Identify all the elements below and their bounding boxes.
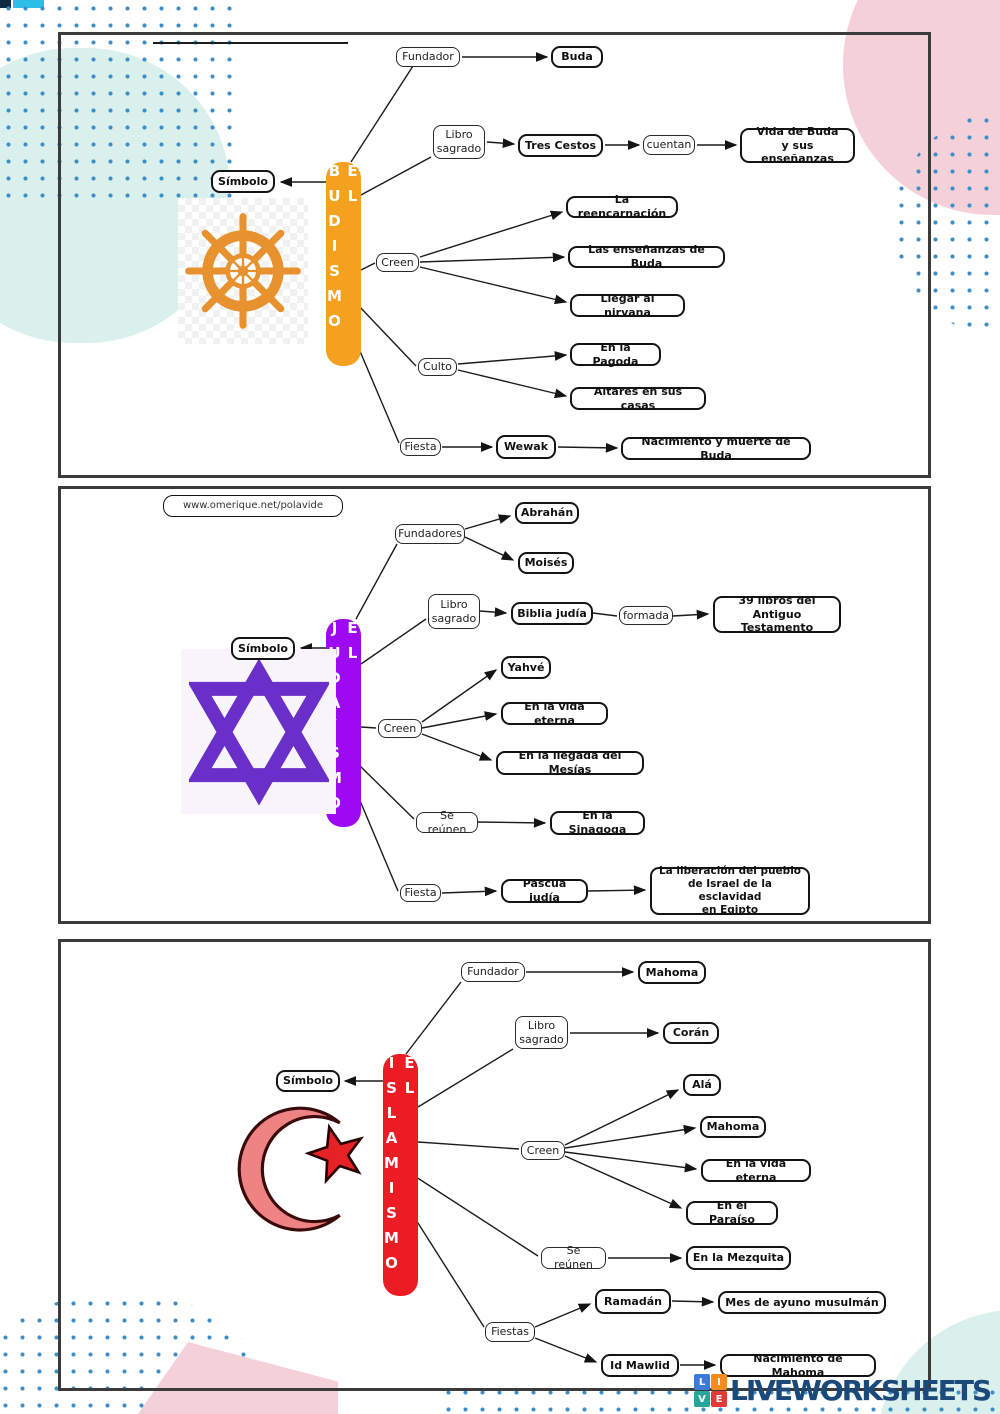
node-abrahan: Abrahán bbox=[515, 502, 579, 524]
source-url-box: www.omerique.net/polavide bbox=[163, 495, 343, 517]
node-formada: formada bbox=[619, 606, 673, 625]
islamismo-title-pill: EL ISLAMISMO bbox=[383, 1054, 419, 1296]
node-nacimiento-mahoma: Nacimiento de Mahoma bbox=[720, 1352, 876, 1379]
node-altares: Altares en sus casas bbox=[570, 385, 706, 412]
node-ala: Alá bbox=[683, 1074, 721, 1096]
node-sinagoga: En la Sinagoga bbox=[550, 809, 645, 836]
node-mahoma: Mahoma bbox=[638, 961, 706, 984]
node-llegada-mesias: En la llegada del Mesías bbox=[496, 749, 644, 776]
connector-lines-islamismo bbox=[343, 967, 717, 1370]
node-ensenanzas: Las enseñanzas de Buda bbox=[568, 243, 725, 270]
node-fiesta: Fiesta bbox=[400, 438, 441, 456]
node-libro-sagrado: Libro sagrado bbox=[428, 594, 480, 629]
node-biblia-judia: Biblia judía bbox=[511, 602, 593, 625]
node-simbolo: Símbolo bbox=[211, 170, 275, 193]
node-fundador: Fundador bbox=[396, 47, 460, 67]
node-pascua-judia: Pascua judía bbox=[501, 877, 588, 904]
logo-letter-l: L bbox=[694, 1374, 710, 1390]
node-simbolo: Símbolo bbox=[276, 1070, 340, 1092]
node-mezquita: En la Mezquita bbox=[686, 1246, 791, 1270]
node-creen: Creen bbox=[378, 719, 422, 738]
crescent-star-icon bbox=[228, 1082, 378, 1252]
node-libro-sagrado: Libro sagrado bbox=[433, 125, 485, 159]
node-cuentan: cuentan bbox=[643, 135, 695, 155]
node-fiesta: Fiesta bbox=[400, 884, 441, 902]
node-buda: Buda bbox=[551, 46, 603, 68]
node-paraiso: En el Paraíso bbox=[686, 1199, 778, 1226]
node-reencarnacion: La reencarnación bbox=[566, 193, 678, 220]
node-mahoma-creen: Mahoma bbox=[700, 1116, 766, 1138]
star-of-david-icon bbox=[181, 649, 336, 814]
node-39-libros: 39 libros del Antiguo Testamento bbox=[713, 594, 841, 634]
panel-budismo: EL BUDISMO bbox=[58, 32, 931, 478]
dharma-wheel-icon bbox=[178, 198, 308, 344]
node-fundadores: Fundadores bbox=[395, 524, 465, 544]
node-liberacion: La liberación del pueblo de Israel de la… bbox=[650, 865, 810, 916]
node-nirvana: Llegar al nirvana bbox=[570, 292, 685, 319]
node-yahve: Yahvé bbox=[501, 656, 551, 679]
node-ramadan: Ramadán bbox=[595, 1289, 671, 1314]
connector-lines-budismo bbox=[153, 42, 738, 453]
node-se-reunen: Se reúnen bbox=[541, 1244, 606, 1271]
brand-text: LIVEWORKSHEETS bbox=[730, 1374, 992, 1407]
logo-letter-e: E bbox=[711, 1391, 727, 1407]
node-simbolo: Símbolo bbox=[231, 637, 295, 660]
node-pagoda: En la Pagoda bbox=[570, 341, 661, 368]
node-nacimiento-buda: Nacimiento y muerte de Buda bbox=[621, 435, 811, 462]
node-moises: Moisés bbox=[518, 552, 574, 574]
node-fiestas: Fiestas bbox=[485, 1322, 535, 1342]
panel-judaismo: EL JUDAÍSMO www.omerique.net/polavide Fu… bbox=[58, 486, 931, 924]
node-fundador: Fundador bbox=[461, 962, 525, 982]
node-creen: Creen bbox=[521, 1141, 565, 1160]
liveworksheets-brand[interactable]: L I V E LIVEWORKSHEETS bbox=[694, 1374, 992, 1407]
node-mes-ayuno: Mes de ayuno musulmán bbox=[718, 1291, 886, 1314]
node-coran: Corán bbox=[663, 1022, 719, 1044]
node-vida-eterna: En la vida eterna bbox=[501, 700, 608, 727]
node-culto: Culto bbox=[418, 358, 457, 376]
liveworksheets-logo-icon: L I V E bbox=[694, 1374, 727, 1407]
node-libro-sagrado: Libro sagrado bbox=[515, 1016, 568, 1049]
node-vida-eterna: En la vida eterna bbox=[701, 1157, 811, 1184]
node-wewak: Wewak bbox=[496, 435, 556, 459]
node-se-reunen: Se reúnen bbox=[416, 809, 478, 836]
node-vida-de-buda: Vida de Buda y sus enseñanzas bbox=[740, 125, 855, 165]
node-tres-cestos: Tres Cestos bbox=[518, 134, 603, 157]
node-id-mawlid: Id Mawlid bbox=[601, 1354, 679, 1377]
logo-letter-i: I bbox=[711, 1374, 727, 1390]
logo-letter-v: V bbox=[694, 1391, 710, 1407]
node-creen: Creen bbox=[376, 253, 419, 272]
budismo-title-pill: EL BUDISMO bbox=[326, 162, 362, 366]
panel-islamismo: EL ISLAMISMO Fundador Mahoma Libro sagra… bbox=[58, 939, 931, 1391]
